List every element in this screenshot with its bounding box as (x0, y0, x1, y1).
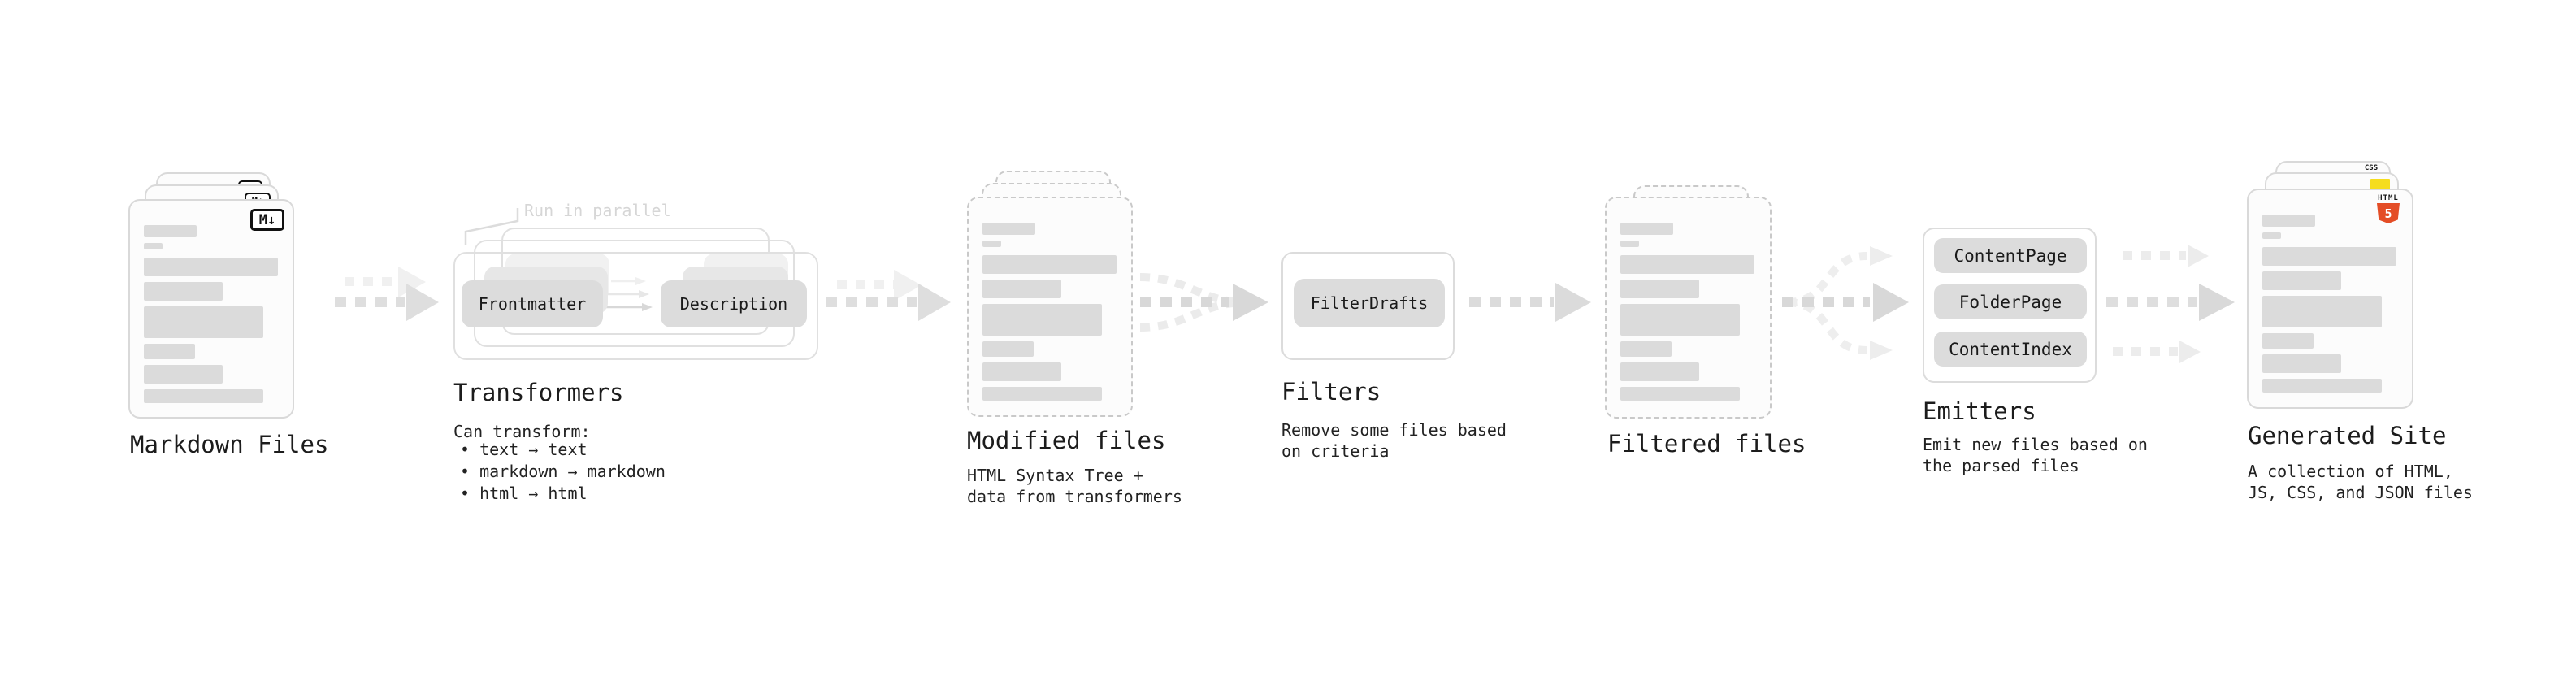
transformer-description-chip: Description (661, 280, 807, 327)
doc-content-bar (2262, 215, 2315, 227)
javascript-icon (2370, 179, 2390, 191)
transformers-label: Transformers (453, 379, 624, 406)
filter-drafts-chip: FilterDrafts (1294, 279, 1445, 327)
arrowhead-icon (1870, 246, 1893, 266)
doc-content-bar (982, 223, 1035, 235)
arrowhead-icon (1873, 283, 1909, 322)
transformers-desc-heading: Can transform: (453, 422, 591, 441)
note-connector-line (464, 208, 519, 245)
desc-line: HTML Syntax Tree + (967, 466, 1143, 485)
modified-files-desc: HTML Syntax Tree + data from transformer… (967, 465, 1182, 507)
desc-line: data from transformers (967, 487, 1182, 506)
arrow-filtered-to-emitters (1782, 246, 1909, 360)
markdown-files-label: Markdown Files (130, 431, 329, 458)
doc-content-bar (1620, 304, 1740, 336)
markdown-file-card-front: M↓ (128, 199, 294, 419)
desc-line: on criteria (1281, 441, 1390, 461)
doc-content-bar (1620, 241, 1639, 247)
doc-content-bar (144, 243, 163, 249)
bullet-item: • markdown → markdown (460, 462, 666, 481)
html5-icon: HTML 5 (2374, 194, 2402, 223)
doc-content-bar (2262, 379, 2382, 393)
transformers-bullet-list: • text → text • markdown → markdown • ht… (460, 439, 666, 505)
filters-label: Filters (1281, 378, 1381, 406)
mini-arrow-icon (639, 290, 649, 298)
doc-content-bar (2262, 296, 2382, 327)
doc-content-bar (2262, 247, 2396, 266)
transformer-frontmatter-chip: Frontmatter (462, 280, 603, 327)
doc-content-bar (1620, 387, 1740, 401)
doc-content-bar (982, 241, 1001, 247)
emitters-label: Emitters (1923, 397, 2036, 425)
run-in-parallel-note: Run in parallel (524, 201, 671, 220)
site-file-card-html: HTML 5 (2247, 189, 2413, 409)
filtered-file-card-front (1605, 197, 1772, 419)
mini-arrow-icon (635, 277, 646, 285)
doc-content-bar (982, 387, 1102, 401)
doc-content-bar (982, 362, 1061, 381)
doc-content-bar (982, 280, 1061, 298)
arrowhead-icon (1233, 284, 1268, 321)
transformers-frame-front (453, 252, 818, 360)
bullet-item: • html → html (460, 484, 588, 503)
desc-line: Emit new files based on (1923, 435, 2148, 454)
doc-content-bar (144, 258, 278, 276)
doc-content-bar (1620, 255, 1754, 274)
emitter-folder-page-chip: FolderPage (1934, 284, 2087, 319)
doc-content-bar (1620, 341, 1672, 357)
filtered-files-label: Filtered files (1607, 430, 1806, 458)
desc-line: JS, CSS, and JSON files (2248, 483, 2473, 502)
markdown-icon: M↓ (250, 209, 284, 231)
doc-content-bar (1620, 362, 1699, 381)
css-icon-label: CSS (2364, 164, 2379, 172)
doc-content-bar (982, 304, 1102, 336)
html5-icon-number: 5 (2384, 206, 2392, 221)
emitters-desc: Emit new files based on the parsed files (1923, 434, 2148, 476)
emitter-content-page-chip: ContentPage (1934, 238, 2087, 273)
filters-desc: Remove some files based on criteria (1281, 419, 1507, 462)
doc-content-bar (982, 341, 1034, 357)
doc-content-bar (2262, 333, 2314, 349)
modified-file-card-front (967, 197, 1133, 417)
doc-content-bar (144, 344, 195, 359)
html5-icon-shield: 5 (2377, 203, 2400, 223)
desc-line: Remove some files based (1281, 420, 1507, 440)
doc-content-bar (144, 389, 263, 403)
arrow-modified-to-filters (1139, 273, 1268, 332)
doc-content-bar (1620, 280, 1699, 298)
doc-content-bar (1620, 223, 1673, 235)
doc-content-bar (982, 255, 1117, 274)
arrowhead-icon (1870, 340, 1893, 360)
doc-content-bar (2262, 232, 2281, 239)
desc-line: A collection of HTML, (2248, 462, 2453, 481)
generated-site-desc: A collection of HTML, JS, CSS, and JSON … (2248, 461, 2473, 503)
transformers-decor (464, 208, 653, 311)
modified-files-label: Modified files (967, 427, 1166, 454)
doc-content-bar (144, 365, 223, 384)
doc-content-bar (2262, 354, 2341, 373)
doc-content-bar (144, 306, 263, 338)
desc-line: the parsed files (1923, 456, 2079, 475)
doc-content-bar (144, 282, 223, 301)
generated-site-label: Generated Site (2248, 422, 2447, 449)
emitter-content-index-chip: ContentIndex (1934, 332, 2087, 367)
bullet-item: • text → text (460, 440, 588, 459)
doc-content-bar (144, 225, 197, 237)
doc-content-bar (2262, 271, 2341, 290)
html5-icon-label: HTML (2378, 194, 2399, 202)
mini-arrow-icon (642, 303, 653, 311)
